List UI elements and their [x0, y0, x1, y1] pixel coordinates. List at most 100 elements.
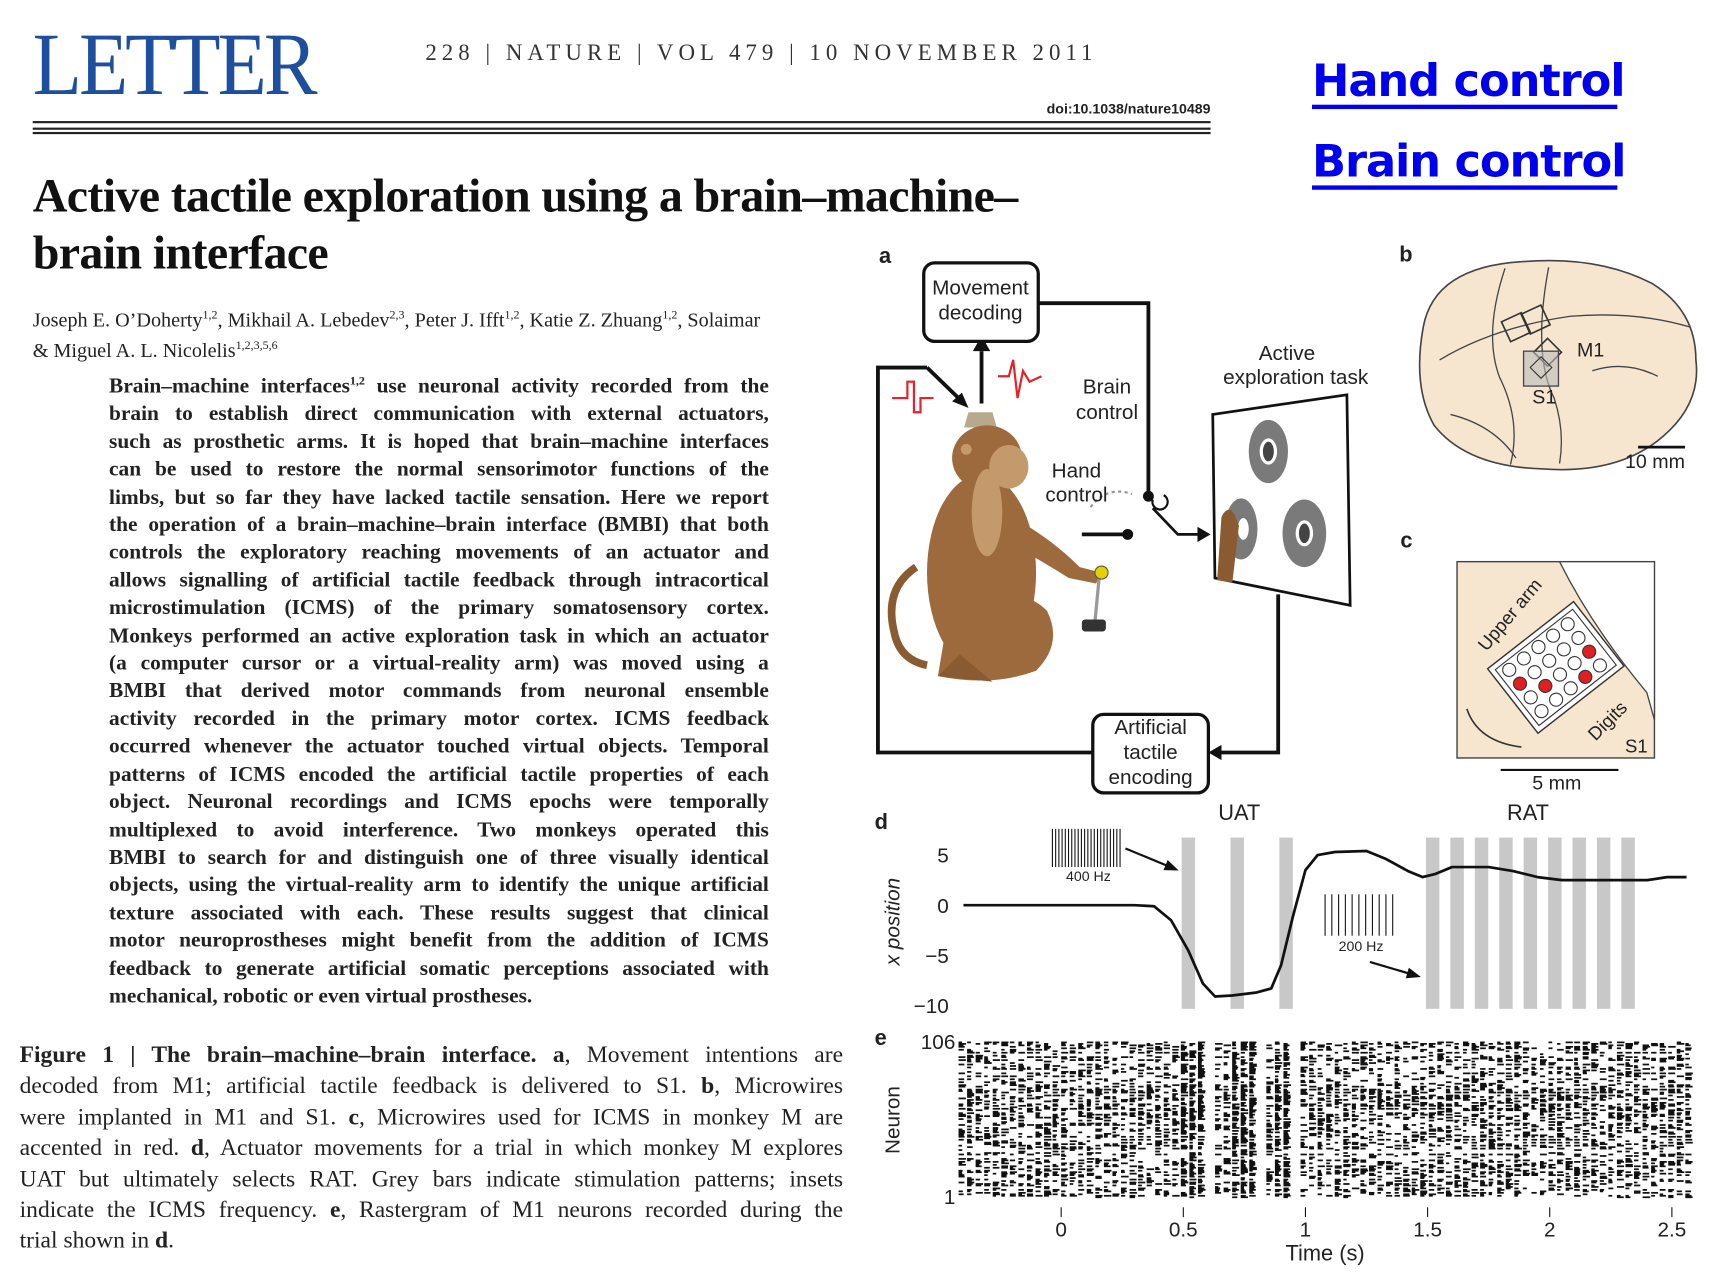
spike: [1565, 1047, 1571, 1050]
spike: [1428, 1166, 1434, 1169]
spike: [1514, 1047, 1519, 1050]
spike: [1163, 1194, 1168, 1197]
brain-control-link[interactable]: Brain control: [1311, 138, 1626, 190]
spike: [1334, 1081, 1341, 1084]
spike: [958, 1063, 965, 1066]
spike: [1368, 1100, 1376, 1103]
spike: [984, 1169, 991, 1172]
spike: [1232, 1044, 1237, 1047]
spike: [1086, 1174, 1094, 1177]
spike: [1283, 1134, 1289, 1137]
spike: [1343, 1152, 1348, 1154]
spike: [1574, 1051, 1578, 1054]
spike: [1129, 1141, 1134, 1144]
panel-b-brain: M1 S1 10 mm: [1418, 259, 1698, 473]
spike: [1197, 1112, 1203, 1115]
hand-control-link[interactable]: Hand control: [1311, 57, 1626, 110]
spike: [1565, 1116, 1571, 1119]
spike: [1488, 1047, 1495, 1050]
spike: [1052, 1153, 1060, 1156]
spike: [1394, 1180, 1403, 1182]
spike: [1343, 1174, 1350, 1177]
spike: [1309, 1116, 1314, 1119]
spike: [1531, 1068, 1537, 1070]
spike: [1659, 1051, 1667, 1054]
spike: [1514, 1094, 1522, 1097]
spike: [1428, 1071, 1436, 1073]
spike: [1044, 1116, 1052, 1119]
spike: [1300, 1194, 1306, 1197]
spike: [1129, 1183, 1137, 1185]
spike: [1044, 1175, 1048, 1178]
spike: [1197, 1091, 1206, 1094]
spike: [1428, 1042, 1436, 1045]
spike: [1180, 1169, 1188, 1172]
spike: [1283, 1140, 1289, 1143]
spike: [1283, 1163, 1289, 1166]
spike: [1676, 1135, 1683, 1138]
spike: [1189, 1191, 1194, 1194]
spike: [1197, 1096, 1205, 1098]
spike: [1223, 1147, 1231, 1150]
spike: [1599, 1163, 1607, 1166]
spike: [1634, 1174, 1640, 1177]
spike: [1591, 1165, 1599, 1168]
author-affiliation: 1,2: [202, 308, 218, 322]
spike: [1274, 1057, 1280, 1060]
spike: [1411, 1107, 1417, 1110]
spike: [1480, 1162, 1485, 1165]
spike: [1403, 1113, 1408, 1116]
spike: [1035, 1109, 1042, 1112]
spike: [1215, 1085, 1220, 1088]
spike: [1625, 1072, 1632, 1075]
author-affiliation: 1,2: [662, 308, 678, 322]
spike: [1565, 1166, 1570, 1169]
spike: [1642, 1091, 1650, 1094]
spike: [1197, 1090, 1206, 1092]
spike: [1249, 1155, 1253, 1157]
spike: [1565, 1163, 1570, 1166]
spike: [1138, 1072, 1143, 1075]
spike: [1121, 1045, 1127, 1048]
spike: [1505, 1186, 1513, 1188]
spike: [1368, 1048, 1376, 1051]
spike: [1121, 1144, 1127, 1147]
spike: [1300, 1071, 1307, 1073]
spike: [1676, 1065, 1685, 1067]
stim-pulse-icon: [892, 380, 934, 414]
spike: [1052, 1053, 1058, 1056]
spike: [1300, 1190, 1305, 1193]
spike: [1086, 1112, 1093, 1115]
spike: [1565, 1189, 1570, 1191]
spike: [992, 1184, 998, 1187]
caption-text: , Microwires used for ICMS in monkey M a…: [358, 1103, 844, 1130]
spike: [1189, 1171, 1195, 1174]
spike: [1274, 1131, 1280, 1134]
spike: [1676, 1141, 1683, 1144]
spike: [1428, 1103, 1434, 1106]
spike: [1069, 1180, 1075, 1182]
spike: [1197, 1109, 1206, 1112]
spike: [1368, 1062, 1377, 1064]
spike: [1471, 1147, 1478, 1150]
spike: [1411, 1193, 1417, 1196]
spike: [992, 1193, 1001, 1196]
spike: [1403, 1189, 1411, 1191]
spike: [1437, 1084, 1445, 1087]
spike: [1223, 1093, 1228, 1095]
spike: [1274, 1085, 1280, 1088]
spike: [1078, 1063, 1085, 1066]
spike: [1095, 1191, 1100, 1194]
spike: [1249, 1132, 1254, 1135]
spike: [1052, 1099, 1059, 1101]
spike: [1044, 1122, 1051, 1125]
spike: [1505, 1059, 1514, 1061]
spike: [1574, 1166, 1580, 1169]
spike: [1428, 1054, 1434, 1057]
caption-text: were implanted in M1 and S1.: [19, 1103, 349, 1130]
spike: [1018, 1122, 1024, 1125]
spike: [1411, 1131, 1418, 1134]
spike: [1676, 1169, 1683, 1172]
spike: [1309, 1166, 1314, 1169]
spike: [1112, 1163, 1118, 1166]
